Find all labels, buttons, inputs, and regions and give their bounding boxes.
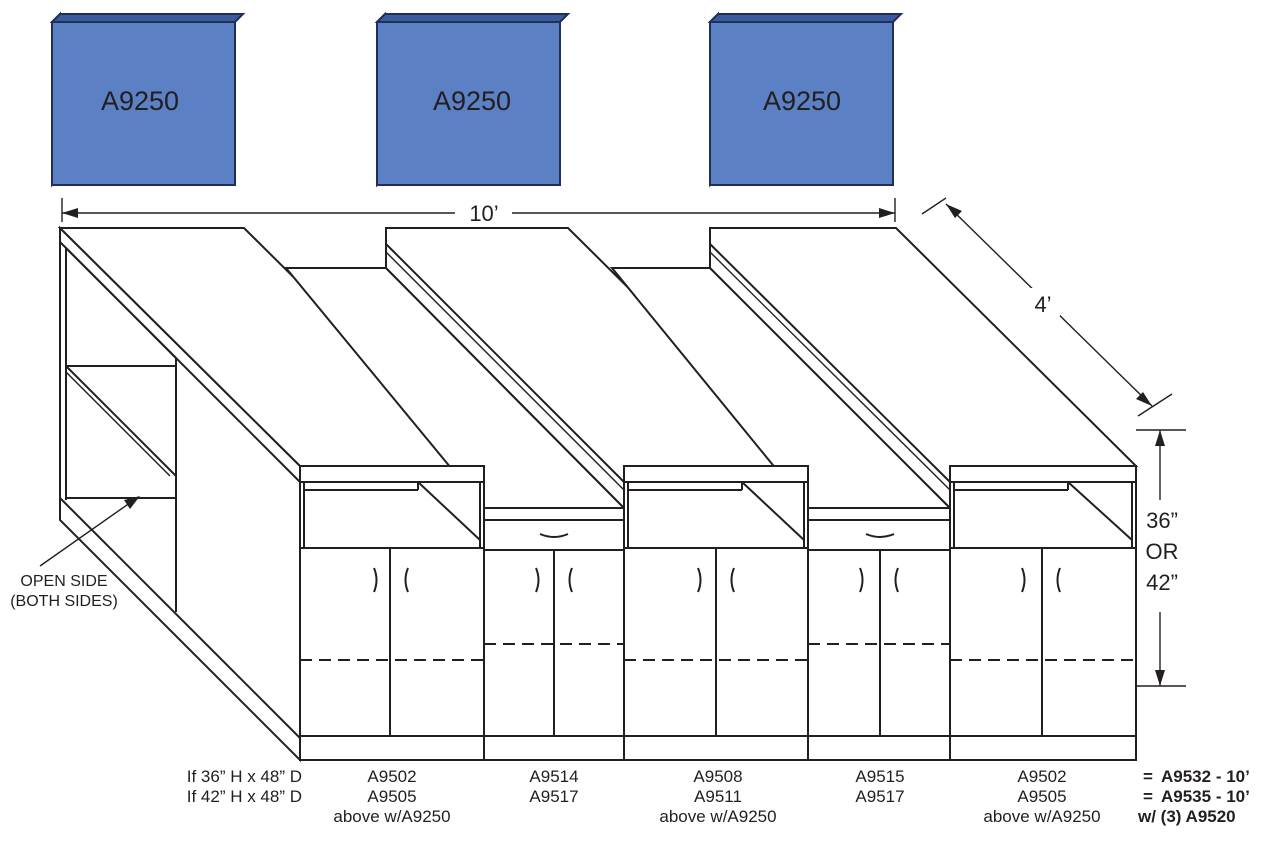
bin-2: A9250 [374, 11, 571, 188]
row-label-42: If 42” H x 48” D [187, 787, 302, 806]
row-label-36: If 36” H x 48” D [187, 767, 302, 786]
col-1-row-1: A9502 [367, 767, 416, 786]
col-3-row-1: A9508 [693, 767, 742, 786]
col-2-row-2: A9517 [529, 787, 578, 806]
col-2-row-1: A9514 [529, 767, 578, 786]
open-side-callout: OPEN SIDE (BOTH SIDES) [10, 496, 140, 610]
bin-3: A9250 [707, 11, 904, 188]
cabinet-section-4 [807, 507, 951, 761]
width-dimension: 10’ [61, 198, 896, 226]
col-3-row-3: above w/A9250 [659, 807, 776, 826]
callout-line-1: OPEN SIDE [20, 573, 107, 590]
height-label-or: OR [1146, 539, 1179, 564]
col-1-row-3: above w/A9250 [333, 807, 450, 826]
depth-dimension-label: 4’ [1034, 292, 1051, 317]
bin-2-label: A9250 [433, 86, 511, 116]
depth-dimension: 4’ [921, 197, 1173, 417]
col-4-row-2: A9517 [855, 787, 904, 806]
height-label-36: 36” [1146, 508, 1178, 533]
col-5-row-1: A9502 [1017, 767, 1066, 786]
height-label-42: 42” [1146, 570, 1178, 595]
col-4-row-1: A9515 [855, 767, 904, 786]
col-5-row-2: A9505 [1017, 787, 1066, 806]
col-3-row-2: A9511 [694, 787, 742, 806]
bin-1-label: A9250 [101, 86, 179, 116]
callout-line-2: (BOTH SIDES) [10, 593, 118, 610]
cabinet-section-3 [623, 465, 809, 761]
cabinet-section-2 [483, 507, 625, 761]
equals-2: = [1143, 787, 1153, 806]
cabinet-section-5 [949, 465, 1137, 761]
total-1: A9532 - 10’ [1161, 767, 1250, 786]
col-5-row-3: above w/A9250 [983, 807, 1100, 826]
bin-3-label: A9250 [763, 86, 841, 116]
cabinet-section-1 [299, 465, 485, 761]
height-dimension: 36” OR 42” [1136, 429, 1186, 687]
model-table: If 36” H x 48” D If 42” H x 48” D A9502 … [187, 767, 1250, 826]
col-1-row-2: A9505 [367, 787, 416, 806]
width-dimension-label: 10’ [469, 201, 498, 226]
counter-top-3 [385, 227, 811, 511]
bin-1: A9250 [49, 11, 246, 188]
equals-1: = [1143, 767, 1153, 786]
total-3: w/ (3) A9520 [1137, 807, 1236, 826]
total-2: A9535 - 10’ [1161, 787, 1250, 806]
